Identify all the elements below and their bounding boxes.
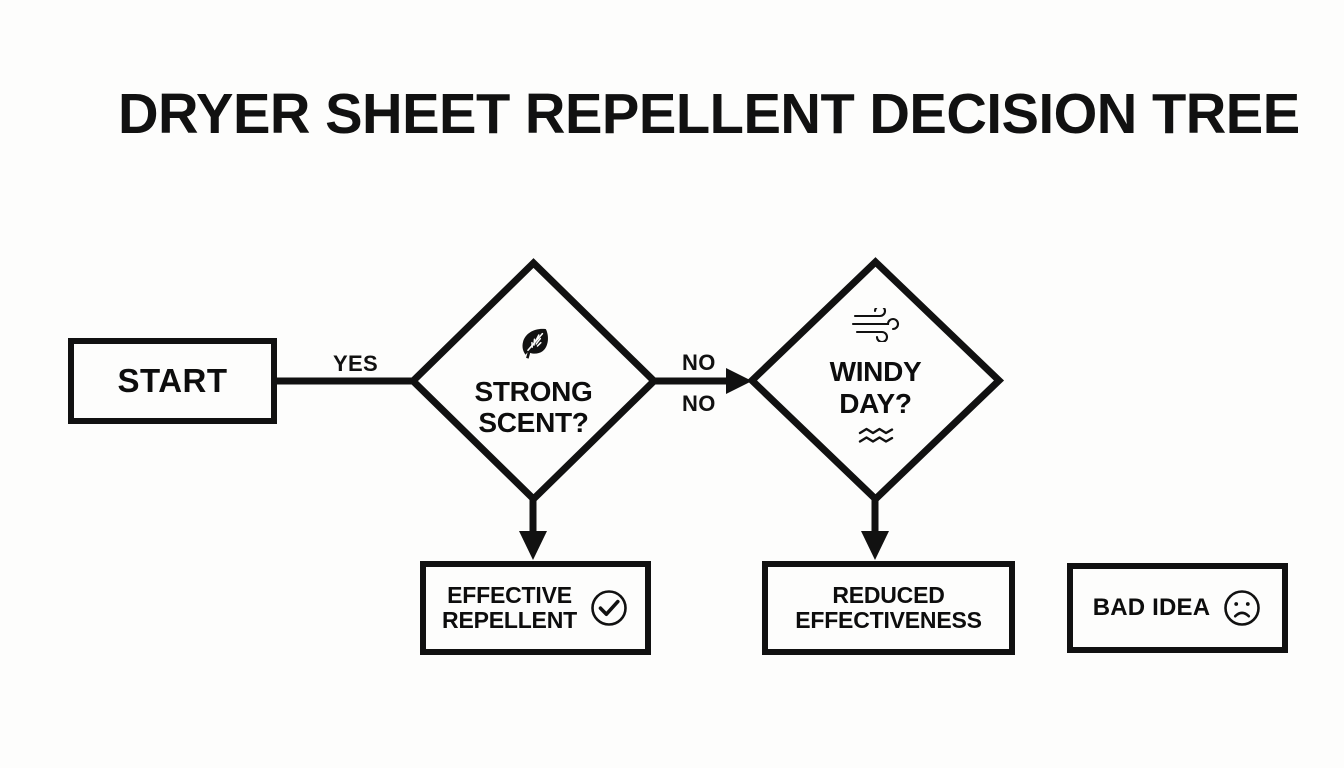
edge-label-yes: YES	[333, 351, 378, 376]
frown-circle-icon	[1222, 588, 1262, 628]
node-start-label: START	[117, 362, 228, 400]
diamond-outline-strong-scent	[407, 258, 660, 504]
node-bad-idea-label: BAD IDEA	[1092, 594, 1211, 622]
node-strong-scent[interactable]: STRONG SCENT?	[407, 258, 660, 504]
check-circle-icon	[589, 588, 629, 628]
edge-label-no-lower: NO	[682, 391, 716, 416]
arrowhead-windy-to-reduced	[861, 531, 889, 560]
node-start[interactable]: START	[68, 338, 277, 424]
edge-label-no-upper: NO	[682, 350, 716, 375]
diamond-outline-windy-day	[746, 257, 1005, 504]
node-effective-repellent[interactable]: EFFECTIVE REPELLENT	[420, 561, 651, 655]
node-effective-repellent-label: EFFECTIVE REPELLENT	[442, 582, 577, 633]
node-reduced-effectiveness-label: REDUCED EFFECTIVENESS	[795, 582, 982, 633]
node-bad-idea[interactable]: BAD IDEA	[1067, 563, 1288, 653]
node-reduced-effectiveness[interactable]: REDUCED EFFECTIVENESS	[762, 561, 1015, 655]
arrowhead-scent-to-effective	[519, 531, 547, 560]
page-title: DRYER SHEET REPELLENT DECISION TREE	[118, 82, 1300, 146]
node-windy-day[interactable]: WINDY DAY?	[746, 257, 1005, 504]
